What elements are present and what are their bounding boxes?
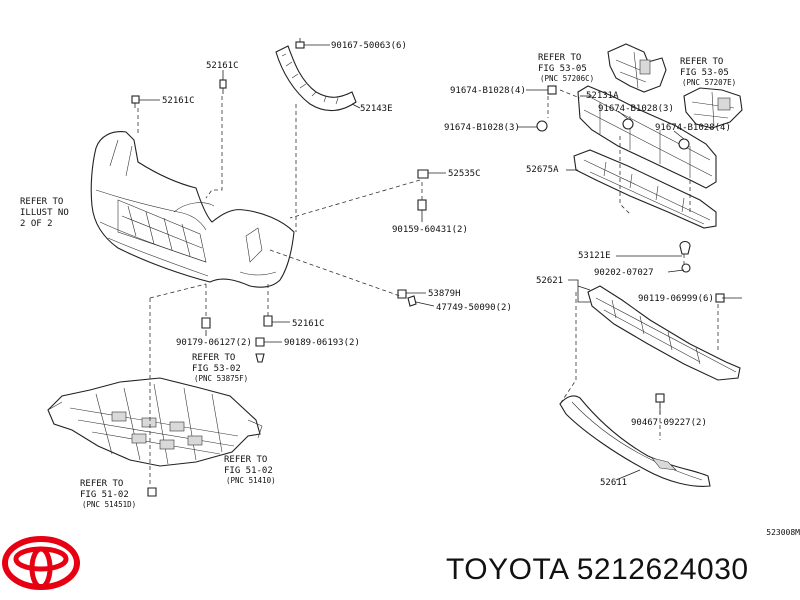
leader-lines (139, 44, 742, 481)
bumper-lower-retainer (587, 285, 741, 381)
bumper-lower-spoiler (559, 395, 711, 487)
label-52143e: 52143E (360, 104, 393, 114)
screw-icon (255, 337, 265, 347)
ref-illust-line3: 2 OF 2 (20, 219, 53, 229)
clip-icon (131, 95, 140, 108)
ref-illust-line1: REFER TO (20, 197, 63, 207)
ref-5302-line1: REFER TO (192, 353, 235, 363)
clip-icon (219, 79, 227, 94)
nut-icon (622, 118, 634, 130)
clip-icon (397, 289, 407, 299)
clip-icon (295, 38, 305, 49)
toyota-logo (2, 536, 80, 590)
reference-notes: REFER TO ILLUST NO 2 OF 2 REFER TO FIG 5… (20, 53, 736, 509)
clip-icon (201, 317, 211, 329)
nut-icon (681, 263, 691, 273)
label-53121e: 53121E (578, 251, 611, 261)
clip-icon (263, 315, 273, 327)
label-52535c: 52535C (448, 169, 481, 179)
label-90202: 90202-07027 (594, 268, 654, 278)
nut-icon (536, 120, 548, 132)
ref-5102a-line1: REFER TO (224, 455, 267, 465)
label-53879h: 53879H (428, 289, 461, 299)
clip-icon (679, 240, 691, 255)
clip-icon (147, 487, 157, 497)
energy-absorber (573, 149, 717, 229)
brand-part-number: TOYOTA 5212624030 (446, 553, 749, 586)
label-90189: 90189-06193(2) (284, 338, 360, 348)
ref-5305b-line1: REFER TO (680, 57, 723, 67)
bolt-icon (547, 85, 557, 95)
screw-icon (407, 295, 417, 307)
figure-code: 523008M (766, 528, 800, 537)
ref-illust-line2: ILLUST NO (20, 208, 69, 218)
bracket-right (683, 87, 743, 129)
ref-5305a-line3: (PNC 57206C) (540, 74, 594, 83)
label-52621: 52621 (536, 276, 563, 286)
ref-5302-line2: FIG 53-02 (192, 364, 241, 374)
label-91674-b: 91674-B1028(3) (444, 123, 520, 133)
ref-5102a-line2: FIG 51-02 (224, 466, 273, 476)
label-52131a: 52131A (586, 91, 619, 101)
clip-icon (417, 169, 429, 179)
ref-5102a-line3: (PNC 51410) (226, 476, 276, 485)
part-labels: 90167-50063(6) 52161C 52161C 52143E 5253… (162, 41, 731, 488)
bolt-icon (417, 199, 427, 211)
label-90179: 90179-06127(2) (176, 338, 252, 348)
label-52161c-top: 52161C (206, 61, 239, 71)
label-91674-a: 91674-B1028(4) (450, 86, 526, 96)
label-90119: 90119-06999(6) (638, 294, 714, 304)
label-90159: 90159-60431(2) (392, 225, 468, 235)
bumper-upper-retainer (275, 45, 357, 112)
engine-under-cover (47, 377, 263, 467)
guide-lines (137, 89, 719, 486)
bolt-icon (655, 393, 665, 403)
front-bumper-cover (90, 131, 295, 288)
ref-5102b-line3: (PNC 51451D) (82, 500, 136, 509)
bracket-left (607, 43, 667, 93)
ref-5102b-line1: REFER TO (80, 479, 123, 489)
ref-5305a-line2: FIG 53-05 (538, 64, 587, 74)
bumper-reinforcement (577, 85, 717, 189)
ref-5305b-line3: (PNC 57207E) (682, 78, 736, 87)
ref-5102b-line2: FIG 51-02 (80, 490, 129, 500)
label-91674-d: 91674-B1028(4) (655, 123, 731, 133)
clip-icon (255, 353, 265, 363)
label-52161c-left: 52161C (162, 96, 195, 106)
ref-5302-line3: (PNC 53875F) (194, 374, 248, 383)
label-90167: 90167-50063(6) (331, 41, 407, 51)
nut-icon (678, 138, 690, 150)
ref-5305b-line2: FIG 53-05 (680, 68, 729, 78)
label-47749: 47749-50090(2) (436, 303, 512, 313)
ref-5305a-line1: REFER TO (538, 53, 581, 63)
label-90467: 90467-09227(2) (631, 418, 707, 428)
label-91674-c: 91674-B1028(3) (598, 104, 674, 114)
label-52675a: 52675A (526, 165, 559, 175)
label-52161c-bottom: 52161C (292, 319, 325, 329)
label-52611: 52611 (600, 478, 627, 488)
